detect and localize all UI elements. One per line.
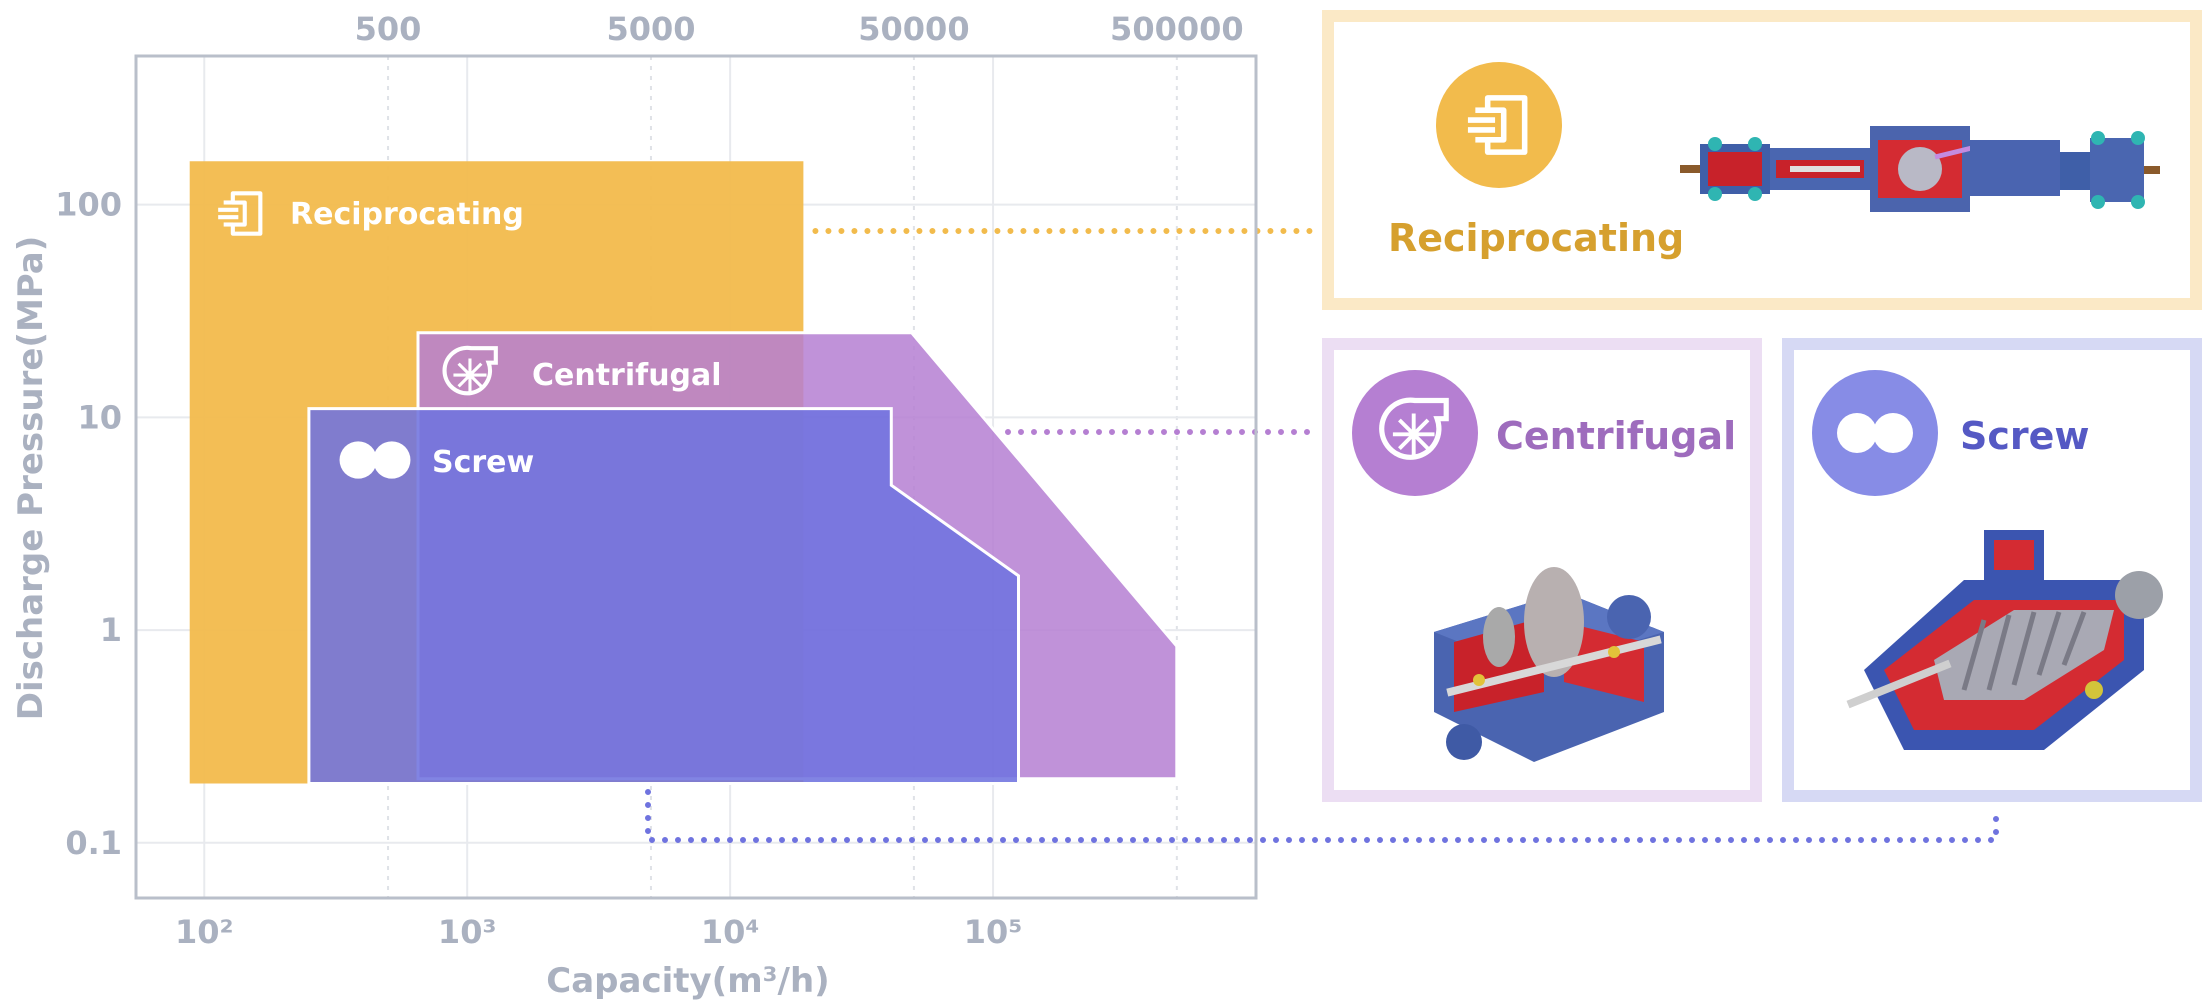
- y-tick-label: 100: [55, 186, 122, 224]
- reciprocating-icon-badge: [1436, 62, 1562, 188]
- x-tick-label: 10⁴: [701, 913, 760, 951]
- x-tick-label: 10⁵: [964, 913, 1023, 951]
- x-top-tick-label: 500000: [1110, 10, 1244, 48]
- plot-frame: [134, 54, 1258, 900]
- screw-compressor-image: [1846, 530, 2163, 750]
- screw-card-title: Screw: [1960, 414, 2090, 458]
- region-screw: [307, 407, 1020, 785]
- centrifugal-label: Centrifugal: [445, 348, 722, 393]
- x-tick-label: 10²: [175, 913, 234, 951]
- centrifugal-label-text: Centrifugal: [532, 358, 722, 393]
- screw-card: Screw: [1782, 338, 2202, 802]
- axis-ticks: 10² 10³ 10⁴ 10⁵ 500 5000 50000 500000 0.1 1 10 100: [55, 10, 1243, 951]
- centrifugal-card-title: Centrifugal: [1496, 414, 1737, 458]
- region-labels: Reciprocating Centrifugal Screw: [218, 193, 722, 480]
- connector-lines: [645, 228, 1999, 843]
- y-tick-label: 10: [77, 398, 122, 436]
- x-tick-label: 10³: [438, 913, 497, 951]
- screw-icon-badge: [1812, 370, 1938, 496]
- x-top-tick-label: 50000: [858, 10, 969, 48]
- reciprocating-label-text: Reciprocating: [290, 197, 524, 232]
- screw-label: Screw: [339, 441, 534, 480]
- x-top-tick-label: 5000: [606, 10, 695, 48]
- reciprocating-card-title: Reciprocating: [1388, 216, 1685, 260]
- y-tick-label: 1: [100, 611, 122, 649]
- centrifugal-compressor-image: [1434, 567, 1664, 762]
- x-top-tick-label: 500: [355, 10, 422, 48]
- screw-compressor-icon: [1837, 413, 1913, 453]
- centrifugal-card: Centrifugal: [1322, 338, 1762, 802]
- reciprocating-compressor-image: [1680, 126, 2160, 212]
- reciprocating-compressor-icon: [1436, 62, 1562, 188]
- screw-label-text: Screw: [432, 445, 534, 480]
- x-axis-title: Capacity(m³/h): [546, 961, 829, 1001]
- chart-regions: [189, 161, 1179, 785]
- centrifugal-compressor-icon: [1352, 370, 1478, 496]
- centrifugal-icon-badge: [1352, 370, 1478, 496]
- y-tick-label: 0.1: [65, 824, 122, 862]
- reciprocating-card: Reciprocating: [1322, 10, 2202, 310]
- screw-connector: [645, 789, 1999, 843]
- reciprocating-label: Reciprocating: [218, 193, 524, 233]
- y-axis-title: Discharge Pressure(MPa): [11, 236, 51, 721]
